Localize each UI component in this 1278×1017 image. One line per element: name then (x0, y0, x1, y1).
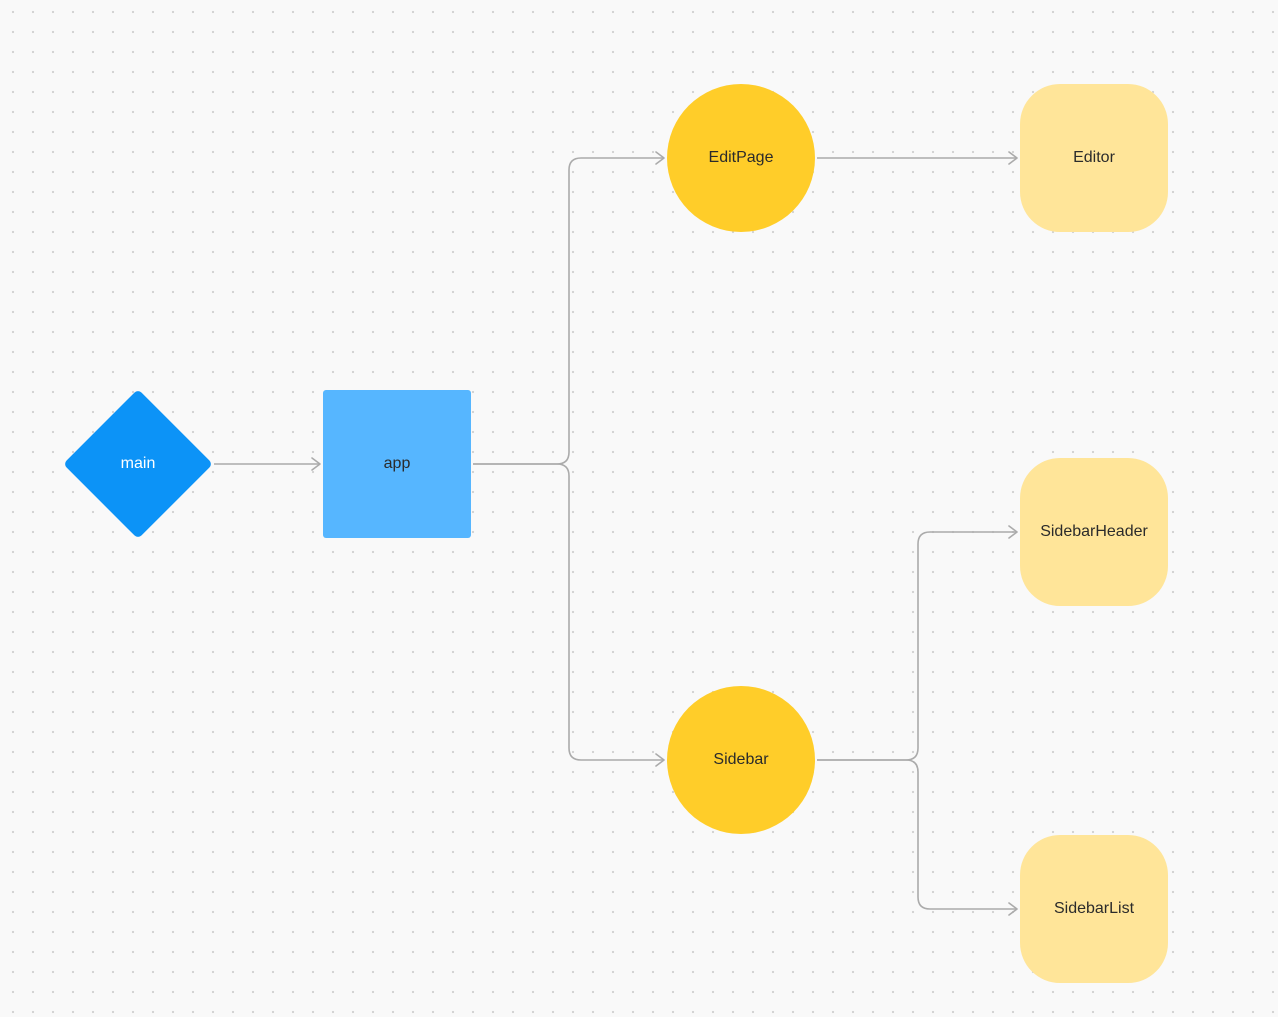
node-editpage-label: EditPage (708, 149, 774, 166)
edge-main-to-app[interactable] (214, 457, 321, 471)
node-app[interactable]: app (323, 390, 471, 538)
node-sidebarheader[interactable]: SidebarHeader (1020, 458, 1168, 606)
node-sidebarheader-label: SidebarHeader (1040, 523, 1148, 540)
edge-app-to-sidebar[interactable] (473, 463, 665, 767)
edge-app-to-editpage[interactable] (473, 151, 665, 465)
arrowhead-icon (1008, 902, 1018, 916)
node-editpage[interactable]: EditPage (667, 84, 815, 232)
arrowhead-icon (655, 753, 665, 767)
arrowhead-icon (1008, 151, 1018, 165)
node-sidebar[interactable]: Sidebar (667, 686, 815, 834)
node-main[interactable]: main (63, 389, 213, 539)
node-app-label: app (383, 455, 411, 472)
node-sidebar-label: Sidebar (713, 751, 769, 768)
edge-sidebar-to-sidebarheader[interactable] (817, 525, 1018, 761)
node-sidebarlist[interactable]: SidebarList (1020, 835, 1168, 983)
arrowhead-icon (1008, 525, 1018, 539)
node-editor[interactable]: Editor (1020, 84, 1168, 232)
edge-sidebar-to-sidebarlist[interactable] (817, 759, 1018, 916)
arrowhead-icon (311, 457, 321, 471)
node-sidebarlist-label: SidebarList (1053, 900, 1135, 917)
arrowhead-icon (655, 151, 665, 165)
node-main-label: main (120, 455, 156, 472)
node-editor-label: Editor (1073, 149, 1115, 166)
edge-editpage-to-editor[interactable] (817, 151, 1018, 165)
